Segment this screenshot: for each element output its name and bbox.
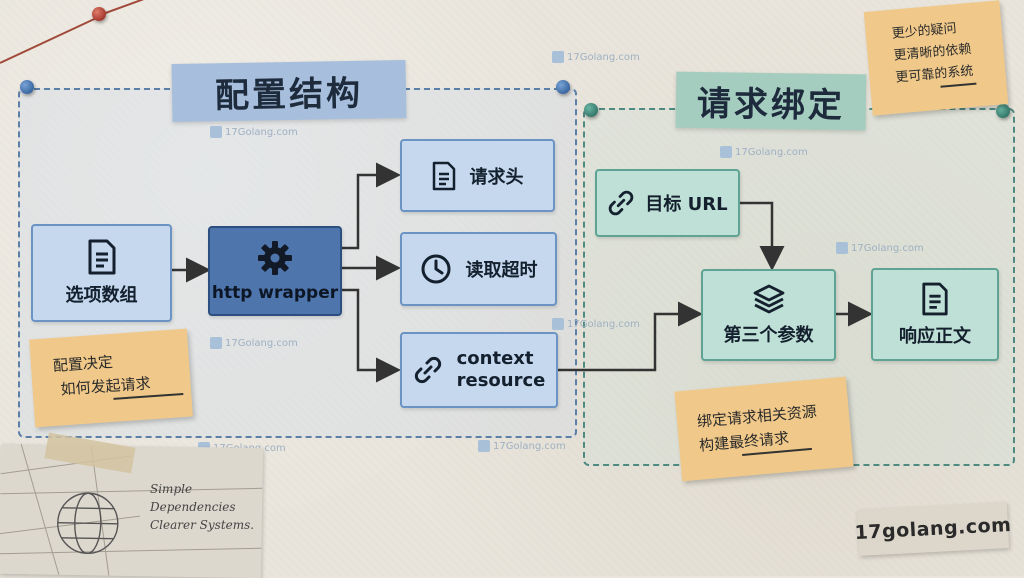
node-label: http wrapper bbox=[211, 283, 339, 303]
target-url-node[interactable]: 目标 URL bbox=[595, 169, 740, 237]
sketch-line: Clearer Systems. bbox=[150, 518, 255, 532]
clock-icon bbox=[420, 253, 452, 285]
watermark-icon bbox=[552, 51, 564, 63]
arrow-url-to-third bbox=[740, 201, 785, 271]
node-label: context bbox=[456, 348, 534, 369]
note-config-decides: 配置决定 如何发起请求 bbox=[29, 328, 193, 428]
http-wrapper-node[interactable]: http wrapper bbox=[208, 226, 342, 316]
watermark: 17Golang.com bbox=[478, 440, 566, 452]
node-label: 目标 URL bbox=[645, 194, 728, 215]
note-bind-resources: 绑定请求相关资源 构建最终请求 bbox=[674, 376, 854, 482]
options-array-node[interactable]: 选项数组 bbox=[31, 224, 172, 322]
note-benefits: 更少的疑问 更清晰的依赖 更可靠的系统 bbox=[863, 0, 1009, 116]
arrow-wrapper-to-context bbox=[342, 288, 401, 383]
context-resource-node[interactable]: context resource bbox=[400, 332, 558, 408]
watermark-icon bbox=[836, 242, 848, 254]
request-header-node[interactable]: 请求头 bbox=[400, 139, 555, 212]
sketch-card bbox=[0, 443, 264, 578]
watermark-icon bbox=[210, 126, 222, 138]
document-icon bbox=[87, 239, 117, 275]
pin bbox=[92, 7, 106, 21]
layers-icon bbox=[752, 283, 786, 315]
watermark: 17Golang.com bbox=[552, 318, 640, 330]
third-param-node[interactable]: 第三个参数 bbox=[701, 269, 836, 361]
node-label: 响应正文 bbox=[899, 325, 971, 347]
watermark-icon bbox=[210, 337, 222, 349]
read-timeout-node[interactable]: 读取超时 bbox=[400, 232, 557, 306]
link-icon bbox=[413, 355, 443, 385]
node-label: 请求头 bbox=[469, 166, 524, 188]
watermark: 17Golang.com bbox=[210, 337, 298, 349]
sketch-line: Dependencies bbox=[150, 500, 236, 514]
brand-label[interactable]: 17golang.com bbox=[854, 502, 1012, 556]
watermark-icon bbox=[552, 318, 564, 330]
globe-sketch-icon bbox=[0, 443, 263, 576]
pin bbox=[996, 104, 1010, 118]
arrow-wrapper-to-header bbox=[342, 162, 401, 250]
node-label: 读取超时 bbox=[465, 260, 538, 281]
watermark: 17Golang.com bbox=[210, 126, 298, 138]
watermark-icon bbox=[478, 440, 490, 452]
node-label: 选项数组 bbox=[65, 285, 138, 306]
document-icon bbox=[432, 161, 456, 191]
pin bbox=[584, 103, 598, 117]
pin bbox=[20, 80, 34, 94]
watermark: 17Golang.com bbox=[836, 242, 924, 254]
node-label-group: context resource bbox=[457, 348, 546, 392]
watermark-icon bbox=[720, 146, 732, 158]
node-label: 第三个参数 bbox=[723, 325, 814, 346]
link-icon bbox=[607, 189, 635, 217]
pin bbox=[556, 80, 570, 94]
document-icon bbox=[921, 282, 949, 316]
watermark: 17Golang.com bbox=[552, 51, 640, 63]
node-label: resource bbox=[456, 370, 546, 391]
sketch-line: Simple bbox=[150, 482, 193, 496]
watermark: 17Golang.com bbox=[720, 146, 808, 158]
gear-icon bbox=[256, 239, 294, 277]
arrow-context-to-third bbox=[558, 301, 703, 372]
response-body-node[interactable]: 响应正文 bbox=[871, 268, 999, 361]
sketch-caption: Simple Dependencies Clearer Systems. bbox=[150, 480, 260, 534]
